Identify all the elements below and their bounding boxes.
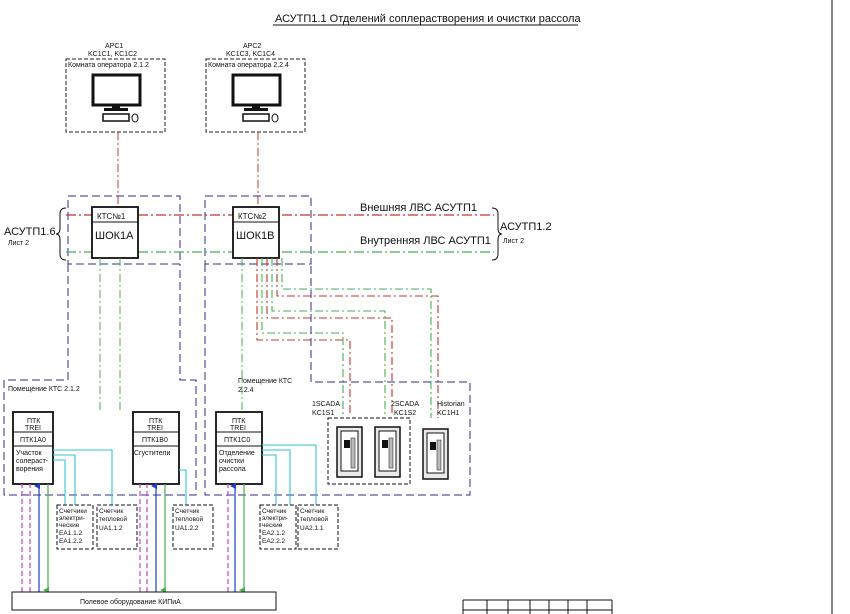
svg-text:ческие: ческие — [262, 522, 283, 529]
ptk-desc-1: Участок — [16, 450, 43, 457]
zone-ktc2 — [204, 195, 312, 265]
meter-box: Счетчик электри- ческие EA2.1.2 EA2.2.2 — [259, 504, 297, 550]
zone-room-224 — [204, 264, 471, 496]
keyboard-icon — [242, 113, 270, 122]
svg-text:EA1.1.2: EA1.1.2 — [59, 530, 83, 537]
room-label-224-l1: Помещение КТС — [238, 378, 292, 385]
keyboard-icon — [102, 113, 130, 122]
mouse-icon — [271, 113, 279, 123]
svg-text:электри-: электри- — [59, 515, 85, 522]
workstation-name: APC2 — [243, 43, 261, 50]
svg-text:Счетчик: Счетчик — [175, 508, 199, 515]
monitor-icon — [91, 73, 142, 111]
external-lan-label: Внешняя ЛВС АСУТП1 — [360, 202, 477, 214]
scada-group-box — [327, 417, 411, 485]
ptk-title: ПТК — [232, 418, 246, 425]
mouse-icon — [131, 113, 139, 123]
internal-lan-label: Внутренняя ЛВС АСУТП1 — [360, 235, 491, 247]
svg-text:EA2.1.2: EA2.1.2 — [262, 530, 286, 537]
ptk-desc-2: солераст- — [16, 458, 49, 465]
server-icon — [336, 426, 363, 478]
svg-text:тепловой: тепловой — [175, 515, 204, 523]
ktc-cabinet-1: КТС№1 ШОК1А — [91, 206, 139, 259]
ktc-label: КТС№1 — [97, 212, 126, 221]
ptk-controller-3: ПТК TREI ПТК1С0 Отделение очистки рассол… — [215, 411, 263, 485]
svg-text:Счетчик: Счетчик — [300, 508, 324, 515]
ptk-desc-3: рассола — [219, 466, 246, 473]
ptk-desc: Сгустители — [134, 450, 171, 457]
workstation-ids: KC1C3, KC1C4 — [226, 51, 275, 58]
field-equipment-box — [11, 591, 277, 611]
server-name: Historian — [437, 401, 465, 408]
operator-room-label: Комната оператора 2.1.2 — [68, 62, 149, 69]
monitor-icon — [231, 73, 282, 111]
svg-text:EA1.2.2: EA1.2.2 — [59, 538, 83, 545]
workstation-name: APC1 — [105, 43, 123, 50]
zone-room-212 — [3, 264, 197, 496]
field-links — [21, 483, 245, 593]
svg-text:тепловой: тепловой — [300, 515, 329, 523]
meter-box: Счетчик тепловой UA1.1.2 — [96, 504, 138, 550]
server-icon — [422, 428, 449, 480]
ptk-title-2: TREI — [25, 425, 41, 432]
server-id: KC1H1 — [437, 410, 460, 417]
server-name: 1SCADA — [312, 401, 340, 408]
ktc-cabinet-name: ШОК1В — [236, 230, 275, 242]
room-label-224-l2: 2.2.4 — [238, 387, 254, 394]
left-ref-sheet: Лист 2 — [8, 240, 29, 247]
svg-text:EA2.2.2: EA2.2.2 — [262, 538, 286, 545]
meter-links — [53, 444, 317, 505]
svg-text:ческие: ческие — [59, 522, 80, 529]
svg-text:Счетчики: Счетчики — [59, 508, 87, 515]
ktc-label: КТС№2 — [238, 212, 267, 221]
ptk-title-2: TREI — [230, 425, 246, 432]
server-id: KC1S1 — [312, 410, 334, 417]
right-brace — [491, 207, 503, 261]
ptk-controller-2: ПТК TREI ПТК1В0 Сгустители — [132, 411, 180, 485]
ptk-title: ПТК — [27, 418, 41, 425]
ptk-desc-1: Отделение — [219, 450, 255, 457]
ptk-title-2: TREI — [147, 425, 163, 432]
server-icon — [374, 426, 401, 478]
svg-text:UA2.1.1: UA2.1.1 — [300, 525, 324, 532]
workstation-apc2: APC2 KC1C3, KC1C4 Комната оператора 2.2.… — [205, 43, 306, 133]
ptk-title: ПТК — [149, 418, 163, 425]
ktc-cabinet-2: КТС№2 ШОК1В — [232, 206, 280, 259]
ktc2-server-links — [256, 258, 439, 418]
ptk-desc-2: очистки — [219, 458, 244, 465]
svg-text:Счетчик: Счетчик — [262, 508, 286, 515]
server-name: 2SCADA — [391, 401, 419, 408]
field-equipment-label: Полевое оборудование КИПиА — [80, 598, 181, 606]
workstation-ids: KC1C1, KC1C2 — [88, 51, 137, 58]
operator-room-label: Комната оператора 2.2.4 — [208, 62, 289, 69]
meter-box: Счетчик тепловой UA2.1.1 — [297, 504, 339, 550]
ptk-controller-1: ПТК TREI ПТК1А0 Участок солераст- ворени… — [12, 411, 54, 485]
right-ref-sheet: Лист 2 — [503, 238, 524, 245]
ptk-id: ПТК1А0 — [20, 437, 46, 444]
ptk-id: ПТК1В0 — [142, 437, 168, 444]
ptk-desc-3: ворения — [16, 466, 43, 473]
right-ref-name: АСУТП1.2 — [500, 221, 552, 233]
ptk-id: ПТК1С0 — [224, 437, 250, 444]
ktc-cabinet-name: ШОК1А — [95, 230, 134, 242]
meter-box: Счетчик тепловой UA1.2.2 — [172, 504, 214, 550]
diagram-title: АСУТП1.1 Отделений соплерастворения и оч… — [275, 13, 581, 25]
title-block-grid — [462, 599, 613, 614]
meter-box: Счетчики электри- ческие EA1.1.2 EA1.2.2 — [56, 504, 94, 550]
svg-text:тепловой: тепловой — [99, 515, 128, 523]
svg-text:UA1.2.2: UA1.2.2 — [175, 525, 199, 532]
workstation-apc1: APC1 KC1C1, KC1C2 Комната оператора 2.1.… — [65, 43, 166, 133]
svg-text:Счетчик: Счетчик — [99, 508, 123, 515]
svg-text:UA1.1.2: UA1.1.2 — [99, 525, 123, 532]
left-brace — [55, 207, 67, 261]
zone-ktc1 — [67, 195, 181, 265]
left-ref-name: АСУТП1.6 — [4, 226, 56, 238]
server-id: KC1S2 — [394, 410, 416, 417]
svg-text:электри-: электри- — [262, 515, 288, 522]
room-label-212: Помещение КТС 2.1.2 — [8, 386, 80, 393]
